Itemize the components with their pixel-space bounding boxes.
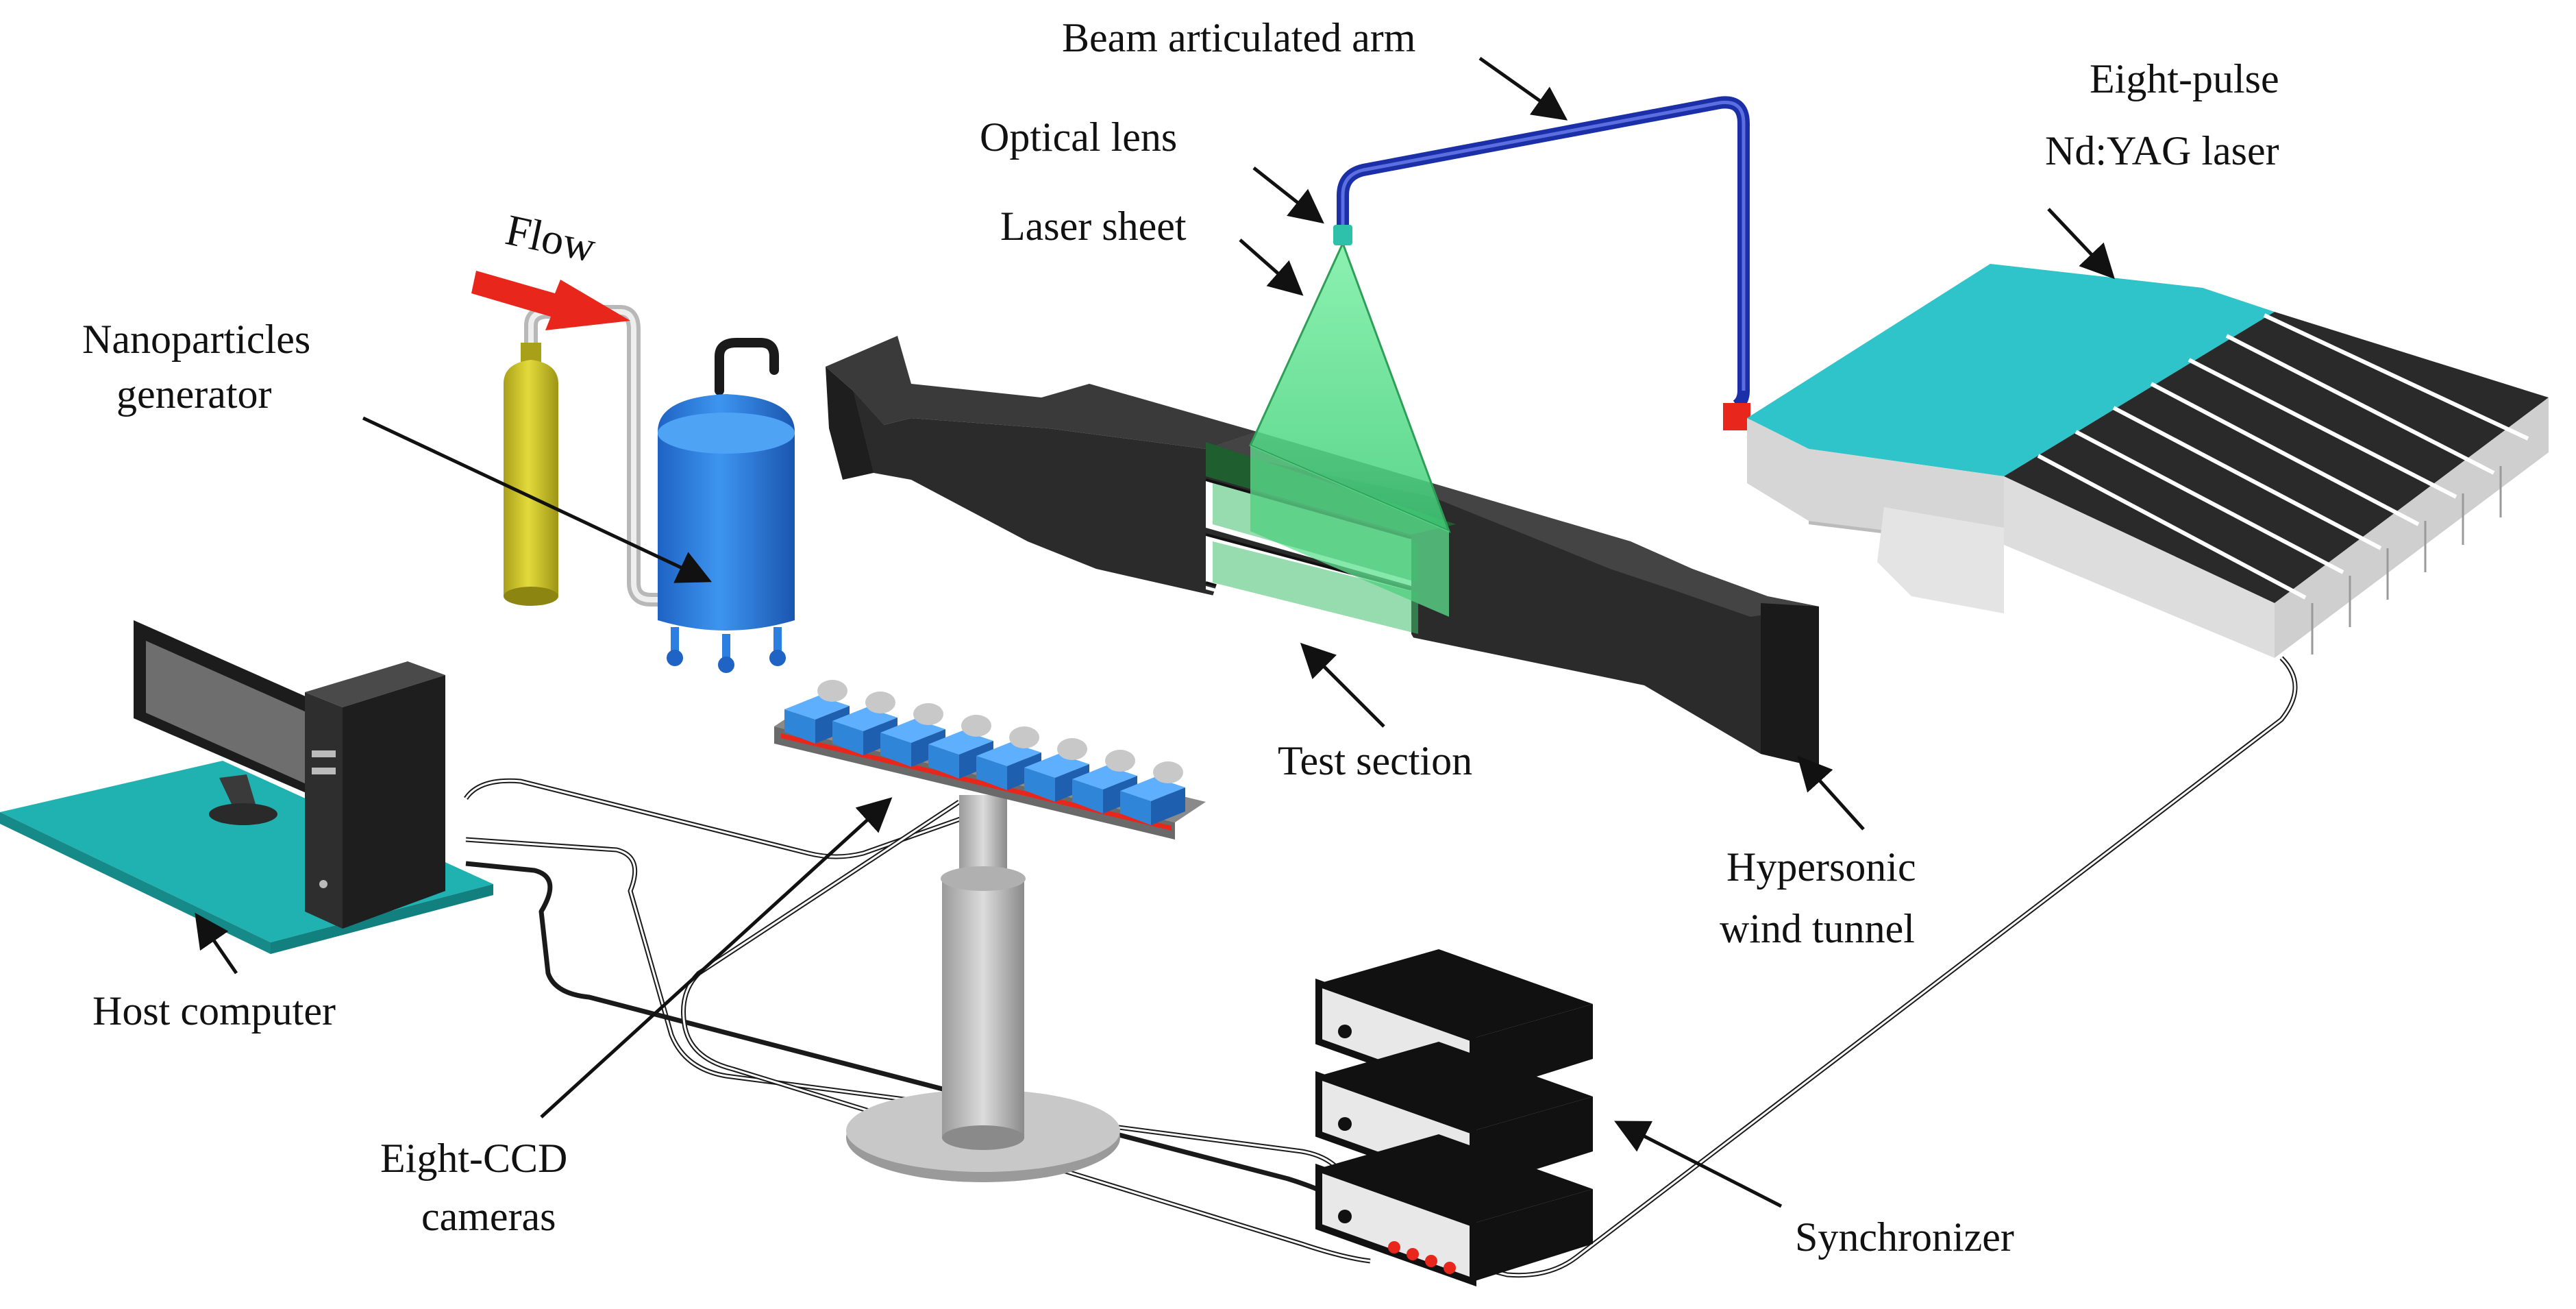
optical-lens xyxy=(1333,225,1352,245)
label-laser-1: Eight-pulse xyxy=(2090,56,2279,101)
label-host-computer: Host computer xyxy=(92,988,336,1033)
sync-unit-3 xyxy=(1315,1134,1593,1287)
beam-articulated-arm xyxy=(1333,96,1750,430)
arrow-optical-lens xyxy=(1252,167,1324,224)
computer-tower xyxy=(305,661,445,707)
label-nanoparticles-1: Nanoparticles xyxy=(82,317,310,362)
label-beam-arm: Beam articulated arm xyxy=(1062,15,1415,60)
camera-stand xyxy=(846,795,1120,1182)
label-flow: Flow xyxy=(501,205,599,271)
arrow-nanoparticles xyxy=(362,416,713,583)
nanoparticles-generator xyxy=(504,305,795,673)
label-tunnel-1: Hypersonic xyxy=(1726,844,1916,890)
labels: Beam articulated arm Optical lens Laser … xyxy=(82,15,2279,1260)
arrow-ccd-cameras xyxy=(540,797,893,1118)
laser-sheet xyxy=(1213,241,1451,634)
label-nanoparticles-2: generator xyxy=(116,371,272,417)
arrow-beam-arm xyxy=(1478,56,1568,121)
arrow-laser xyxy=(2047,208,2115,280)
label-tunnel-2: wind tunnel xyxy=(1720,906,1915,951)
leader-arrows xyxy=(195,56,2115,1208)
nd-yag-laser xyxy=(1747,264,2549,658)
label-laser-sheet: Laser sheet xyxy=(1000,204,1187,249)
cables xyxy=(464,656,2298,1278)
synchronizer xyxy=(1315,949,1593,1287)
arrow-host-computer xyxy=(195,912,238,975)
laser-top xyxy=(1747,264,2275,476)
label-ccd-2: cameras xyxy=(421,1194,556,1239)
camera-row xyxy=(784,680,1185,825)
ccd-cameras xyxy=(774,680,1206,840)
label-ccd-1: Eight-CCD xyxy=(380,1136,567,1181)
arrow-synchronizer xyxy=(1614,1121,1783,1208)
arrow-wind-tunnel xyxy=(1797,755,1865,831)
arrow-laser-sheet xyxy=(1239,238,1304,296)
label-laser-2: Nd:YAG laser xyxy=(2045,128,2279,173)
flow-arrow xyxy=(471,271,630,330)
label-test-section: Test section xyxy=(1278,738,1472,783)
label-optical-lens: Optical lens xyxy=(980,114,1177,160)
gas-bottle xyxy=(504,360,558,603)
host-computer xyxy=(0,620,493,954)
arrow-test-section xyxy=(1300,642,1385,728)
label-synchronizer: Synchronizer xyxy=(1795,1214,2014,1260)
